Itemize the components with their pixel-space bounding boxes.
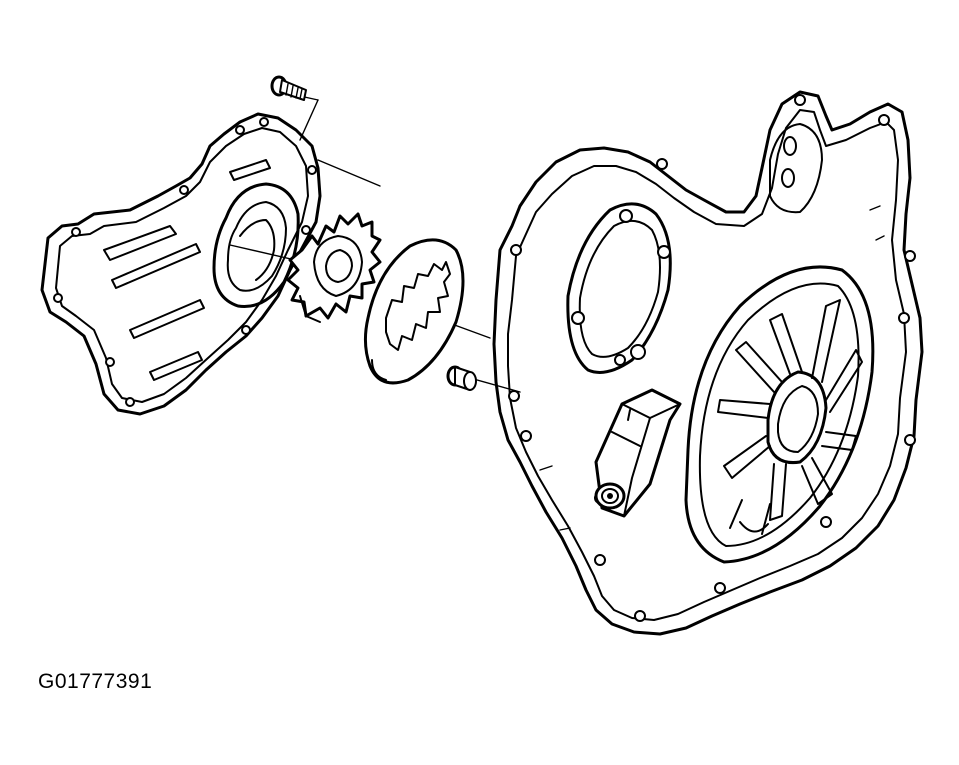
oil-pump-housing [492,90,924,636]
outer-rotor [363,238,465,385]
bolt [270,75,307,101]
drive-gear [286,212,382,323]
surface-details [539,205,885,531]
dowel-pin [446,365,477,391]
front-cover-gasket [40,112,322,416]
diagram-id-label: G01777391 [38,670,153,693]
